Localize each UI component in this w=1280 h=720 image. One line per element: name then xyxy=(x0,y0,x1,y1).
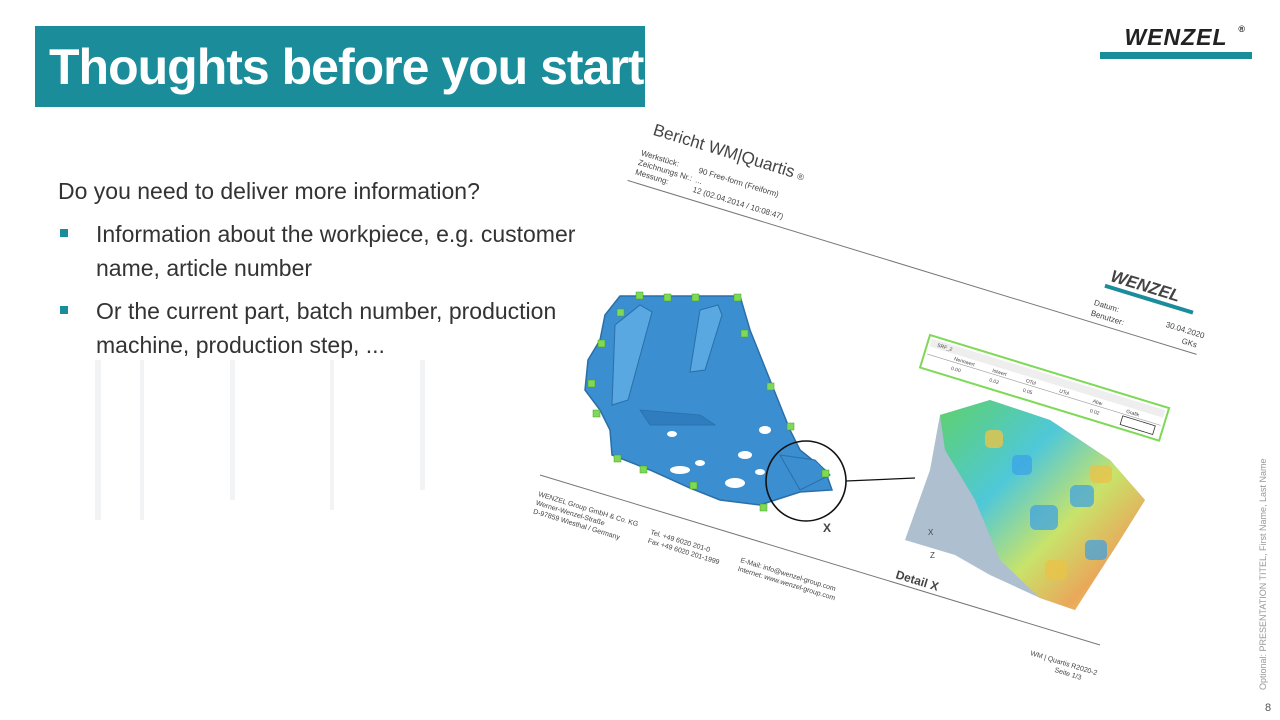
report-field-value: ... xyxy=(694,176,703,187)
axis-label-x: X xyxy=(928,528,934,537)
bullet-marker-icon xyxy=(60,306,68,314)
table-header: Abw xyxy=(1092,399,1103,408)
table-header: Grafik xyxy=(1125,409,1140,419)
table-cell: 0.05 xyxy=(1022,388,1033,397)
report-header-rule xyxy=(627,179,1197,355)
bullet-list: Information about the workpiece, e.g. cu… xyxy=(58,217,598,362)
brand-bar xyxy=(1100,52,1252,59)
measurement-points xyxy=(587,291,830,512)
side-note: Optional: PRESENTATION TITEL, First Name… xyxy=(1258,458,1268,690)
brand-name-text: WENZEL xyxy=(1124,24,1228,50)
table-header: Istwert xyxy=(991,368,1007,378)
bullet-text: Information about the workpiece, e.g. cu… xyxy=(96,221,576,281)
page-number: 8 xyxy=(1265,702,1272,714)
report-user-value: GKs xyxy=(1181,336,1199,349)
axis-label-z: Z xyxy=(930,551,935,560)
bullet-item: Information about the workpiece, e.g. cu… xyxy=(58,217,598,285)
detail-connector xyxy=(845,477,916,482)
slide-title: Thoughts before you start xyxy=(49,38,644,95)
table-cell: 0.02 xyxy=(1089,408,1100,417)
bullet-text: Or the current part, batch number, produ… xyxy=(96,298,557,358)
table-cell: 0.00 xyxy=(950,366,961,375)
report-footer-rule xyxy=(539,474,1101,646)
report-logo-bar xyxy=(1104,283,1194,315)
report-table: SRF_2 Nennwert Istwert OTol UTol Abw Gra… xyxy=(918,333,1171,442)
brand-name: WENZEL ® xyxy=(1100,24,1252,51)
brand-logo: WENZEL ® xyxy=(1100,24,1252,59)
table-header: UTol xyxy=(1058,388,1069,397)
table-name: SRF_2 xyxy=(936,343,953,353)
report-user-label: Benutzer: xyxy=(1090,309,1125,328)
detail-heatmap: X Z xyxy=(905,400,1145,610)
freeform-part xyxy=(584,295,834,506)
table-graphic-cell xyxy=(1119,415,1156,435)
bullet-item: Or the current part, batch number, produ… xyxy=(58,294,598,362)
table-header: OTol xyxy=(1025,378,1037,387)
question-text: Do you need to deliver more information? xyxy=(58,178,480,204)
brand-registered-mark: ® xyxy=(1238,24,1246,34)
title-bar: Thoughts before you start xyxy=(35,26,645,107)
detail-marker: X xyxy=(823,521,831,535)
report-meta: Datum: Benutzer: 30.04.2020 GKs xyxy=(1090,298,1206,349)
bullet-marker-icon xyxy=(60,229,68,237)
slide-content: Do you need to deliver more information?… xyxy=(58,178,598,371)
table-cell: 0.02 xyxy=(988,377,999,386)
